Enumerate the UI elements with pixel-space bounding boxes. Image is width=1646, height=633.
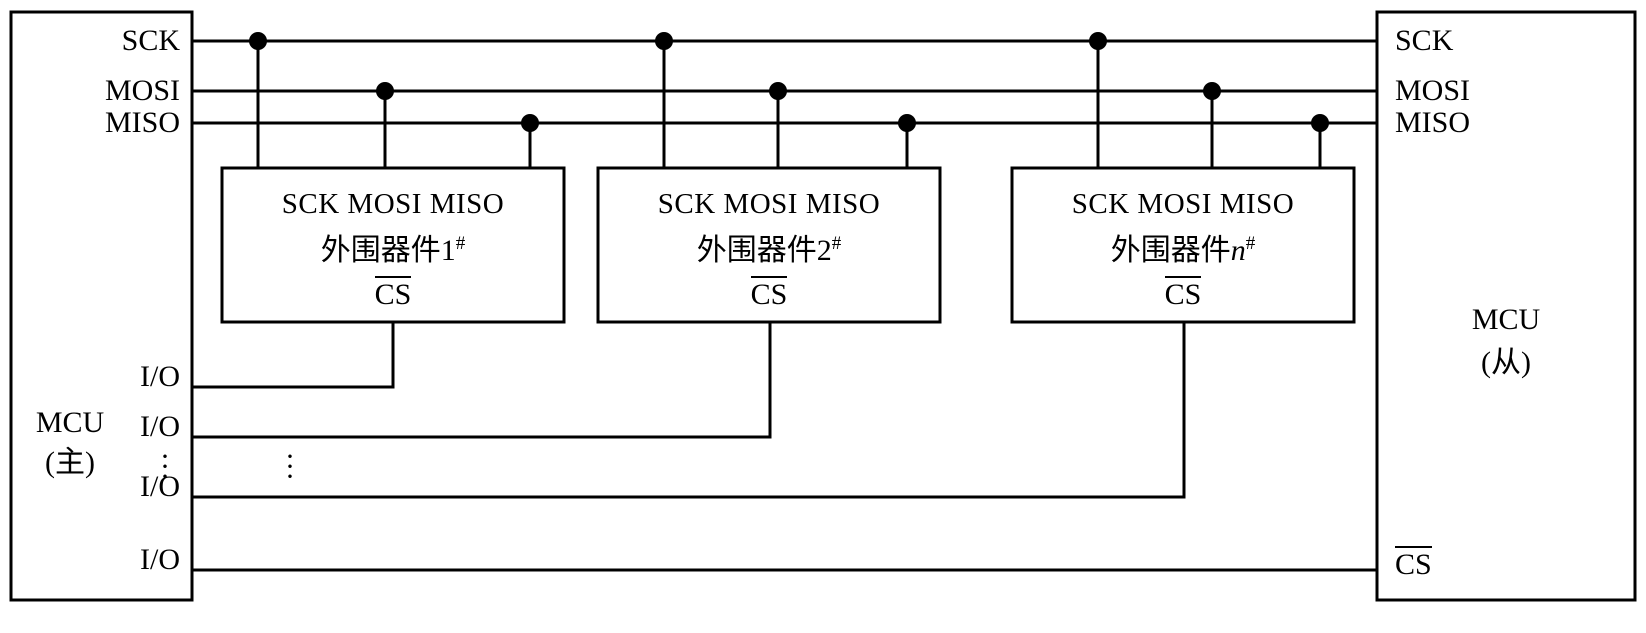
- slave-pin-mosi: MOSI: [1395, 74, 1471, 107]
- peripheral-3-cs-wrap: CS: [1012, 276, 1354, 311]
- cs-line-p1: [192, 322, 395, 389]
- junction-dot-mosi-p3: [1203, 82, 1221, 100]
- peripheral-1-hash: #: [455, 233, 466, 254]
- junction-dot-sck-p1: [249, 32, 267, 50]
- master-pin-mosi: MOSI: [104, 74, 180, 107]
- master-pin-io-3: I/O: [140, 470, 180, 503]
- peripheral-2-index: 2: [816, 234, 832, 267]
- peripheral-2-name-prefix: 外围器件: [696, 234, 817, 267]
- master-mcu-box: [9, 10, 194, 602]
- peripheral-2-pins: SCK MOSI MISO: [657, 188, 881, 220]
- junction-dot-miso-p3: [1311, 114, 1329, 132]
- peripheral-2-cs: CS: [750, 276, 788, 311]
- peripheral-1-cs-wrap: CS: [222, 276, 564, 311]
- peripheral-2-name: 外围器件2#: [598, 234, 940, 266]
- junction-dot-sck-p2: [655, 32, 673, 50]
- slave-pin-sck: SCK: [1395, 24, 1454, 57]
- peripheral-3-cs: CS: [1164, 276, 1202, 311]
- junction-dot-miso-p1: [521, 114, 539, 132]
- master-pin-miso: MISO: [104, 106, 180, 139]
- peripheral-1-name-prefix: 外围器件: [320, 234, 441, 267]
- peripheral-3-pins: SCK MOSI MISO: [1071, 188, 1295, 220]
- master-pin-io-2: I/O: [140, 410, 180, 443]
- slave-pin-cs: CS: [1395, 546, 1432, 581]
- master-pin-io-4: I/O: [140, 543, 180, 576]
- junction-dot-sck-p3: [1089, 32, 1107, 50]
- slave-mcu-title-line1: MCU: [1471, 303, 1541, 336]
- master-mcu-title-line1: MCU: [35, 406, 105, 439]
- junction-dot-miso-p2: [898, 114, 916, 132]
- peripheral-3-index: n: [1230, 234, 1246, 267]
- junction-dot-mosi-p2: [769, 82, 787, 100]
- peripheral-series-ellipsis: ···: [285, 440, 295, 494]
- peripheral-3-hash: #: [1245, 233, 1256, 254]
- master-io-ellipsis: ···: [160, 440, 170, 494]
- slave-cs-wrap: CS: [1395, 546, 1595, 581]
- peripheral-1-pins: SCK MOSI MISO: [281, 188, 505, 220]
- junction-dot-mosi-p1: [376, 82, 394, 100]
- peripheral-3-name: 外围器件n#: [1012, 234, 1354, 266]
- slave-pin-miso: MISO: [1395, 106, 1471, 139]
- peripheral-2-hash: #: [831, 233, 842, 254]
- slave-mcu-title-line2: (从): [1481, 346, 1531, 379]
- peripheral-1-index: 1: [440, 234, 456, 267]
- slave-mcu-box: [1375, 10, 1637, 602]
- peripheral-3-name-prefix: 外围器件: [1110, 234, 1231, 267]
- cs-line-p2: [192, 322, 772, 439]
- master-mcu-title-line2: (主): [45, 446, 95, 479]
- junction-dots: [249, 32, 1329, 132]
- cs-line-p3: [192, 322, 1186, 499]
- master-pin-sck: SCK: [121, 24, 180, 57]
- peripheral-1-cs: CS: [374, 276, 412, 311]
- master-pin-io-1: I/O: [140, 360, 180, 393]
- peripheral-1-name: 外围器件1#: [222, 234, 564, 266]
- peripheral-2-cs-wrap: CS: [598, 276, 940, 311]
